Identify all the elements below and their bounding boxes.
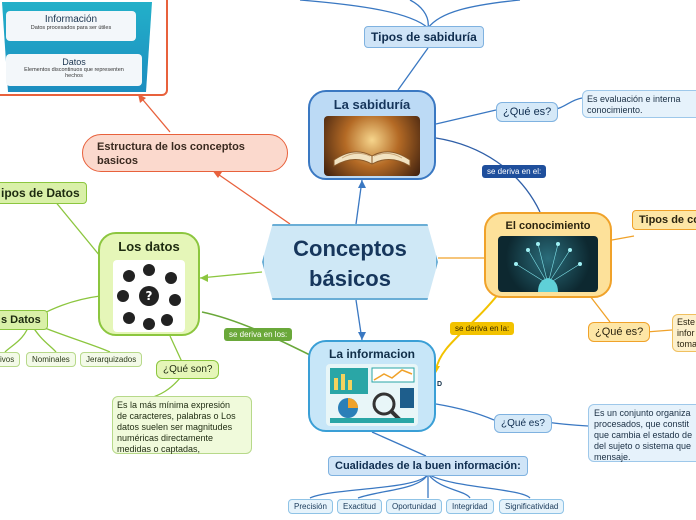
dashboard-image [326, 364, 418, 426]
datos-chip-1[interactable]: Nominales [26, 352, 76, 367]
informacion-desc-line-1: procesados, que constit [594, 419, 690, 429]
datos-title: Los datos [118, 239, 180, 254]
informacion-quees[interactable]: ¿Qué es? [494, 414, 552, 433]
head-network-image [498, 236, 598, 292]
brain-network-icon [514, 242, 582, 292]
cualidad-chip-3[interactable]: Integridad [446, 499, 494, 514]
conocimiento-desc-line2: infor [677, 328, 695, 338]
cualidades-label[interactable]: Cualidades de la buen información: [328, 456, 528, 476]
informacion-desc-line-2: que cambia el estado de [594, 430, 693, 440]
link-sabiduria-quees [435, 109, 497, 125]
sabiduria-deriva-tag: se deriva en el: [482, 165, 547, 178]
pyramid-data-box: Datos Elementos discontinuos que represe… [6, 54, 142, 86]
informacion-desc-line-0: Es un conjunto organiza [594, 408, 691, 418]
central-title-line2: básicos [309, 266, 391, 291]
conocimiento-deriva-tag: se deriva en la: [450, 322, 515, 335]
pyramid-info-desc: Datos procesados para ser útiles [30, 25, 112, 31]
cualidad-chip-4[interactable]: Significatividad [499, 499, 565, 514]
central-title-line1: Conceptos [293, 236, 407, 261]
pyramid-info-box: Información Datos procesados para ser út… [6, 11, 136, 41]
datos-node[interactable]: Los datos ? [98, 232, 200, 336]
sabiduria-quees[interactable]: ¿Qué es? [496, 102, 559, 122]
datos-desc: Es la más mínima expresión de caracteres… [112, 396, 252, 454]
pyramid-info-title: Información [44, 14, 98, 25]
datos-chip-2[interactable]: Jerarquizados [80, 352, 143, 367]
datos-chip-0[interactable]: ivos [0, 352, 21, 367]
informacion-desc-line-4: mensaje. [594, 452, 631, 462]
conocimiento-node[interactable]: El conocimiento [484, 212, 612, 298]
datos-quesos[interactable]: ¿Qué son? [156, 360, 220, 379]
estructura-line1: Estructura de los conceptos [97, 141, 245, 153]
datos-desc-line-4: medidas o captadas, [117, 444, 201, 454]
datos-desc-line-3: numéricas directamente [117, 433, 214, 443]
datos-desc-line-2: datos suelen ser magnitudes [117, 422, 233, 432]
pyramid-panel: Información Datos procesados para ser út… [0, 0, 168, 96]
cualidad-chip-2[interactable]: Oportunidad [386, 499, 443, 514]
informacion-desc: Es un conjunto organiza procesados, que … [588, 404, 696, 462]
book-image [324, 116, 420, 176]
analytics-dashboard-icon [330, 367, 415, 423]
tipos-datos-label[interactable]: ipos de Datos [0, 182, 87, 204]
informacion-mark: D [437, 381, 443, 388]
datos-desc-line-1: de caracteres, palabras o Los [117, 411, 236, 421]
central-topic[interactable]: Conceptos básicos [262, 224, 438, 300]
data-icons-image: ? [113, 260, 185, 332]
sabiduria-desc: Es evaluación e interna conocimiento. [582, 90, 696, 118]
conocimiento-desc-line3: toma [677, 339, 696, 349]
svg-text:?: ? [146, 289, 153, 303]
datos-desc-line-0: Es la más mínima expresión [117, 400, 231, 410]
estructura-node[interactable]: Estructura de los conceptos basicos [82, 134, 288, 172]
cualidad-chip-0[interactable]: Precisión [288, 499, 333, 514]
sabiduria-desc-line1: Es evaluación e interna [587, 94, 681, 104]
link-sabiduria-tipos [397, 47, 429, 91]
cualidad-chip-1[interactable]: Exactitud [337, 499, 382, 514]
conocimiento-quees[interactable]: ¿Qué es? [588, 322, 651, 342]
pyramid-data-title: Datos [62, 57, 86, 67]
data-icons-cluster: ? [117, 264, 181, 330]
informacion-node[interactable]: La informacion [308, 340, 436, 432]
tipos-conocimiento-label[interactable]: Tipos de co [632, 210, 696, 230]
link-sabiduria-conocimiento [435, 137, 541, 213]
estructura-line2: basicos [97, 155, 138, 167]
tipos-datos-label-2[interactable]: s Datos [0, 310, 48, 330]
conocimiento-title: El conocimiento [505, 220, 591, 232]
pyramid-data-desc: Elementos discontinuos que representen h… [24, 67, 124, 79]
conocimiento-desc: Este infor toma [672, 314, 696, 352]
open-book-icon [333, 151, 411, 167]
sabiduria-node[interactable]: La sabiduría [308, 90, 436, 180]
datos-deriva-tag: se deriva en los: [224, 328, 293, 341]
informacion-title: La informacion [328, 347, 415, 361]
link-conocimiento-informacion [435, 291, 501, 371]
link-central-datos [199, 271, 263, 279]
tipos-sabiduria-label[interactable]: Tipos de sabiduría [364, 26, 484, 48]
sabiduria-desc-line2: conocimiento. [587, 105, 643, 115]
informacion-desc-line-3: del sujeto o sistema que [594, 441, 692, 451]
sabiduria-title: La sabiduría [333, 97, 411, 112]
link-central-estructura [211, 169, 291, 225]
conocimiento-desc-line1: Este [677, 317, 696, 327]
